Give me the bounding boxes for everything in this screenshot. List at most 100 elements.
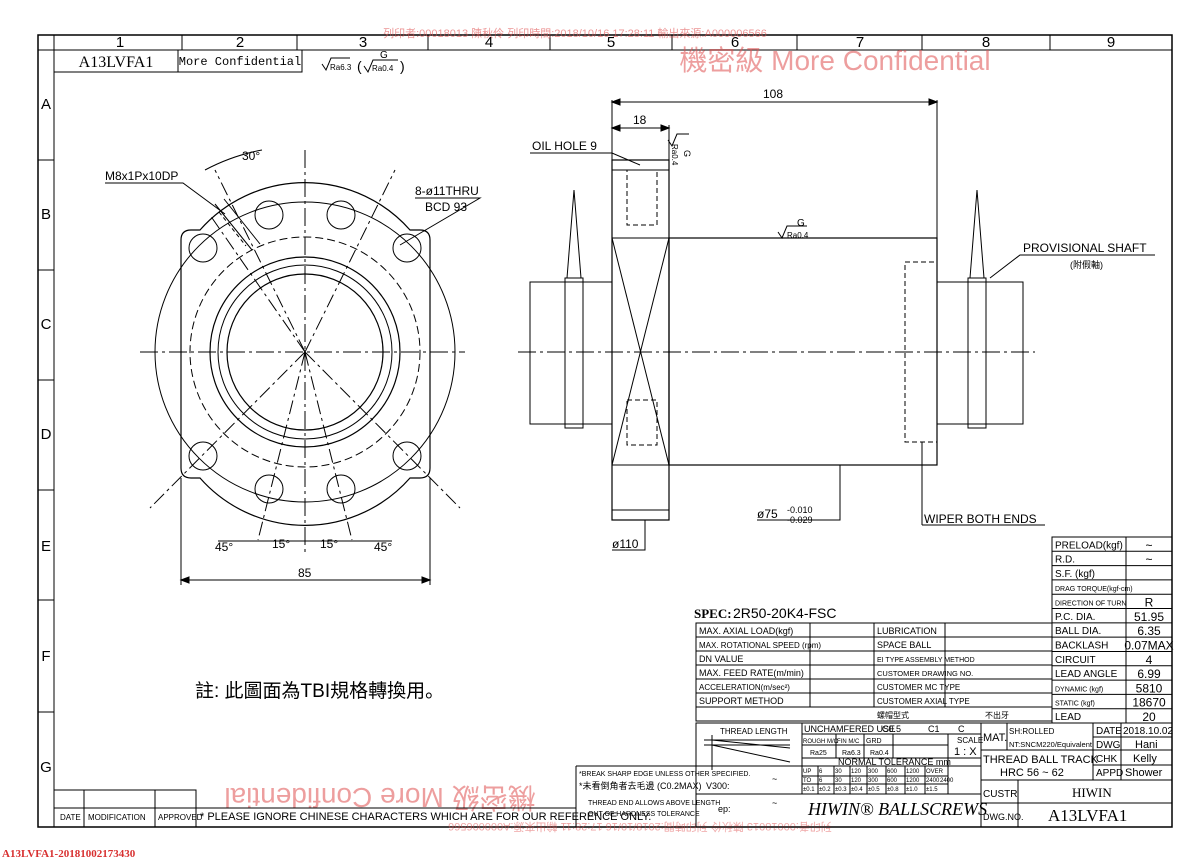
title-block-grid [53, 722, 1173, 828]
column-label: 6 [731, 34, 739, 51]
svg-text:MAT.: MAT. [983, 732, 1007, 744]
svg-text:V300:: V300: [706, 781, 730, 791]
tol-upper: -0.010 [787, 505, 813, 515]
svg-text:MODIFICATION: MODIFICATION [88, 813, 146, 822]
tolerance-cell: 1200 [906, 778, 920, 784]
svg-text:~: ~ [772, 774, 777, 784]
provisional-shaft: PROVISIONAL SHAFT [1023, 241, 1147, 255]
svg-text:OUT OF HARDNESS TOLERANCE: OUT OF HARDNESS TOLERANCE [588, 811, 700, 818]
param-label: P.C. DIA. [1055, 612, 1095, 623]
length-108: 108 [763, 87, 783, 101]
body-ra: Ra0.4 [787, 231, 809, 240]
svg-text:UNCHAMFERED USE: UNCHAMFERED USE [804, 724, 895, 734]
tolerance-cell: 300 [868, 769, 879, 775]
svg-text:DN VALUE: DN VALUE [699, 654, 743, 664]
width-85: 85 [298, 566, 312, 580]
tolerance-cell: 600 [887, 769, 898, 775]
param-value: R [1145, 596, 1154, 610]
spec-value: 2R50-20K4-FSC [733, 605, 837, 621]
tolerance-cell: ±0.1 [803, 787, 815, 793]
svg-text:THREAD LENGTH: THREAD LENGTH [720, 727, 788, 736]
thread-note: M8x1Px10DP [105, 169, 178, 183]
param-label: R.D. [1055, 555, 1075, 566]
tolerance-cell: ±0.4 [851, 787, 863, 793]
param-value: 5810 [1136, 681, 1163, 695]
column-label: 7 [856, 34, 864, 51]
oil-hole-note: OIL HOLE 9 [532, 139, 597, 153]
svg-text:LUBRICATION: LUBRICATION [877, 626, 937, 636]
flange-length-18: 18 [633, 113, 647, 127]
param-value: 20 [1142, 710, 1156, 724]
title-block-text: THREAD LENGTH UNCHAMFERED USE C0.5 C1 C … [579, 724, 1173, 825]
tolerance-cell: 30 [835, 769, 842, 775]
tolerance-cell: 30 [835, 778, 842, 784]
column-label: 5 [607, 34, 615, 51]
svg-text:SCALE: SCALE [957, 736, 983, 745]
svg-text:NORMAL TOLERANCE mm: NORMAL TOLERANCE mm [838, 757, 951, 767]
svg-text:CUSTOMER DRAWING NO.: CUSTOMER DRAWING NO. [877, 669, 973, 678]
svg-text:DWG: DWG [1096, 740, 1121, 751]
watermark-confidential: 機密級 More Confidential [679, 45, 990, 76]
tolerance-cell: 120 [851, 769, 862, 775]
side-view [518, 98, 1155, 551]
svg-text:CUSTR: CUSTR [983, 789, 1017, 800]
svg-text:NT:SNCM220/Equivalent: NT:SNCM220/Equivalent [1009, 740, 1093, 749]
column-label: 4 [485, 34, 493, 51]
body-diameter: ø75 [757, 507, 778, 521]
angle-15-right: 15° [320, 537, 338, 551]
tolerance-cell: UP [803, 769, 811, 775]
param-value: 6.99 [1137, 667, 1161, 681]
tolerance-cell: ±0.8 [887, 787, 899, 793]
svg-text:SUPPORT METHOD: SUPPORT METHOD [699, 696, 784, 706]
spec-rows: MAX. AXIAL LOAD(kgf)LUBRICATION MAX. ROT… [699, 626, 1009, 720]
param-value: 51.95 [1134, 610, 1164, 624]
svg-text:SH:ROLLED: SH:ROLLED [1009, 727, 1055, 736]
param-label: STATIC (kgf) [1055, 701, 1095, 708]
angle-15-left: 15° [272, 537, 290, 551]
param-value: 0.07MAX [1124, 638, 1173, 652]
svg-text:CUSTOMER AXIAL TYPE: CUSTOMER AXIAL TYPE [877, 697, 970, 706]
tol-lower: -0.029 [787, 515, 813, 525]
svg-text:THREAD END ALLOWS ABOVE LENGTH: THREAD END ALLOWS ABOVE LENGTH [588, 800, 720, 807]
flange-ra: Ra0.4 [670, 144, 679, 166]
svg-text:螺帽型式: 螺帽型式 [877, 710, 909, 720]
param-label: LEAD [1055, 712, 1081, 723]
tolerance-cell: ±1.0 [906, 787, 918, 793]
svg-text:APPD: APPD [1096, 768, 1123, 779]
row-label: C [41, 316, 52, 333]
tolerance-cell: 120 [851, 778, 862, 784]
watermark-mirrored-line: 列印者:00018013 陳秋伶 列印時間:2018/10/16 17:28:1… [448, 820, 832, 834]
svg-text:~: ~ [772, 798, 777, 808]
holes-note: 8-ø11THRU [415, 184, 479, 198]
svg-text:*未看倒角者去毛邊 (C0.2MAX): *未看倒角者去毛邊 (C0.2MAX) [579, 780, 702, 791]
param-value: 18670 [1132, 696, 1166, 710]
param-label: CIRCUIT [1055, 655, 1096, 666]
svg-text:Ra6.3: Ra6.3 [330, 63, 352, 72]
tolerance-cell: 1200 [906, 769, 920, 775]
svg-text:HIWIN® BALLSCREWS: HIWIN® BALLSCREWS [807, 799, 987, 819]
svg-text:2018.10.02: 2018.10.02 [1123, 726, 1173, 737]
row-label: F [41, 648, 50, 665]
tolerance-cell: 2400 [940, 778, 954, 784]
column-ticks [181, 35, 1051, 50]
flange-diameter: ø110 [612, 537, 639, 551]
column-label: 8 [982, 34, 990, 51]
tolerance-cell: ±0.2 [819, 787, 831, 793]
body-grind-g: G [797, 218, 805, 229]
param-label: PRELOAD(kgf) [1055, 540, 1123, 551]
svg-text:DATE: DATE [60, 813, 81, 822]
provisional-shaft-cn: (附假軸) [1070, 259, 1103, 270]
bcd-note: BCD 93 [425, 200, 467, 214]
roughness-symbol: Ra6.3 ( G Ra0.4 ) [321, 50, 405, 74]
svg-text:): ) [400, 58, 405, 74]
svg-text:* PLEASE IGNORE CHINESE CHARAC: * PLEASE IGNORE CHINESE CHARACTERS WHICH… [200, 811, 651, 823]
conversion-note: 註: 此圖面為TBI規格轉換用。 [195, 680, 444, 702]
param-value: 6.35 [1137, 624, 1161, 638]
svg-text:THREAD BALL TRACK: THREAD BALL TRACK [983, 754, 1099, 766]
footer-drawing-stamp: A13LVFA1-20181002173430 [2, 848, 136, 860]
angle-45-right: 45° [374, 540, 392, 554]
svg-text:不出牙: 不出牙 [985, 710, 1009, 720]
flange-grind-g: G [682, 150, 692, 157]
front-view [105, 149, 482, 585]
